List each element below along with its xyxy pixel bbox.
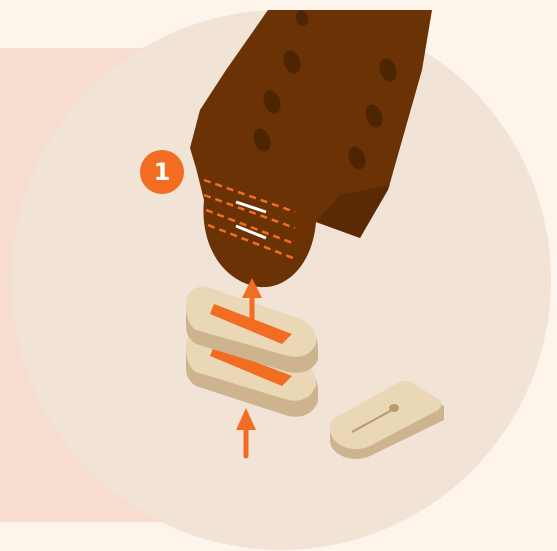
leather-strap — [190, 8, 432, 287]
step-number-badge: 1 — [140, 150, 184, 194]
arrow-up-icon — [236, 408, 256, 456]
wood-peg — [330, 381, 444, 459]
